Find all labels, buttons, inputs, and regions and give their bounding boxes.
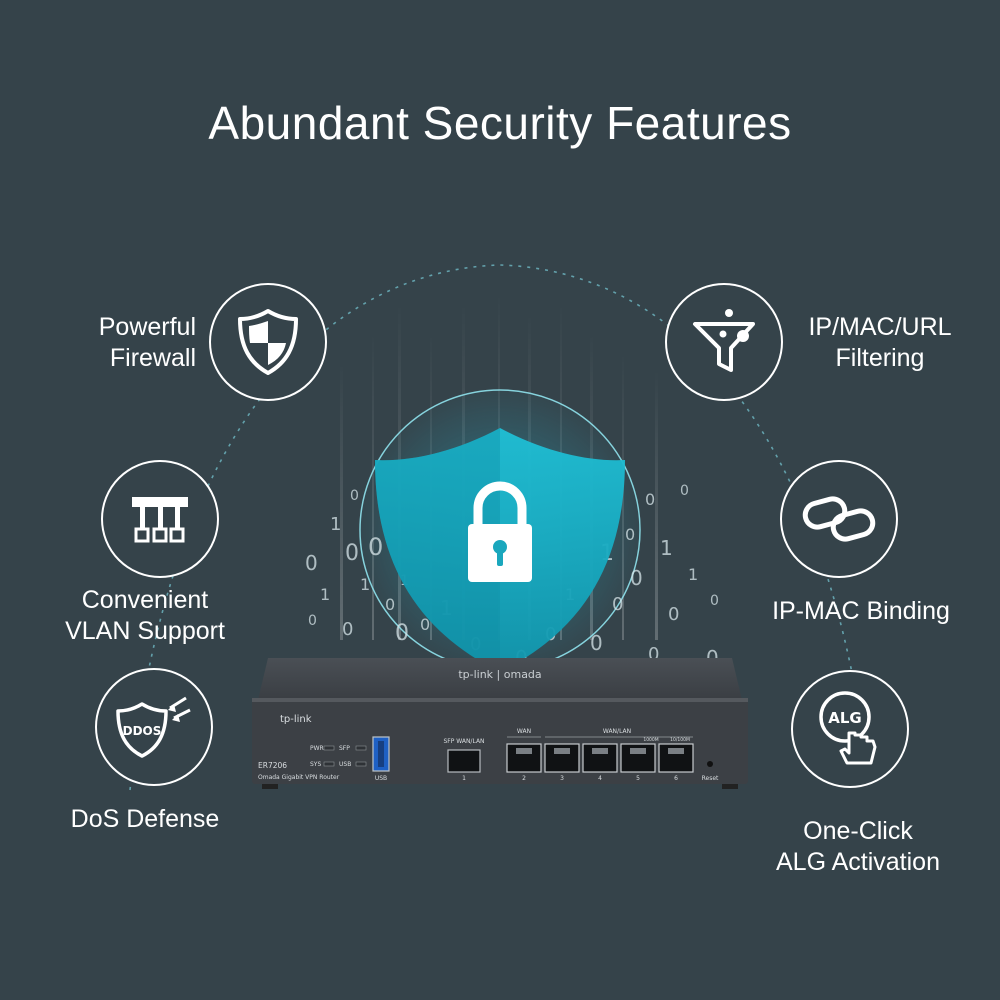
alg-label-line2: ALG Activation (776, 848, 940, 876)
dos-label-line1: DoS Defense (70, 805, 220, 833)
chain-link-icon (802, 496, 876, 542)
shield-icon (238, 309, 298, 375)
ddos-shield-icon: DDOS (116, 696, 191, 758)
filtering-label-line1: IP/MAC/URL (808, 313, 952, 341)
router-device (252, 658, 748, 789)
filtering-label: IP/MAC/URL Filtering (790, 312, 970, 374)
vlan-network-icon (132, 497, 188, 543)
alg-badge-text: ALG (828, 709, 861, 727)
svg-text:0: 0 (625, 525, 635, 544)
svg-text:1: 1 (688, 565, 698, 584)
router-subtitle: Omada Gigabit VPN Router (258, 774, 340, 781)
vlan-label: Convenient VLAN Support (40, 585, 250, 647)
led-sys-label: SYS (310, 761, 321, 768)
svg-text:1: 1 (660, 536, 673, 560)
svg-text:0: 0 (590, 631, 603, 655)
firewall-label-line2: Firewall (109, 344, 196, 372)
svg-text:0: 0 (680, 483, 689, 499)
vlan-label-line1: Convenient (81, 586, 209, 614)
speed-label-1000m: 1000M (643, 737, 658, 743)
svg-text:0: 0 (350, 488, 359, 504)
svg-text:0: 0 (612, 594, 623, 615)
port-number-5: 5 (636, 775, 640, 782)
speed-label-10-100m: 10/100M (670, 737, 690, 743)
svg-text:0: 0 (308, 613, 317, 629)
router-model: ER7206 (258, 761, 287, 770)
firewall-feature-circle (209, 283, 327, 401)
vlan-feature-circle (101, 460, 219, 578)
port-number-4: 4 (598, 775, 602, 782)
firewall-label-line1: Powerful (98, 313, 196, 341)
binding-feature-circle (780, 460, 898, 578)
svg-text:0: 0 (648, 644, 659, 665)
led-pwr-label: PWR (310, 745, 324, 752)
reset-label: Reset (702, 775, 719, 782)
alg-label: One-Click ALG Activation (748, 816, 968, 878)
led-sfp-label: SFP (339, 745, 350, 752)
svg-text:0: 0 (395, 621, 409, 646)
alg-click-icon: ALG (819, 691, 877, 765)
svg-text:1: 1 (360, 575, 370, 594)
sfp-port-number: 1 (462, 775, 466, 782)
port-number-2: 2 (522, 775, 526, 782)
led-usb-label: USB (339, 761, 351, 768)
svg-text:0: 0 (345, 541, 359, 566)
svg-text:0: 0 (385, 595, 395, 614)
alg-label-line1: One-Click (803, 817, 913, 845)
filtering-feature-circle (665, 283, 783, 401)
wan-label: WAN (517, 728, 531, 735)
sfp-port-label: SFP WAN/LAN (443, 738, 484, 745)
binding-label: IP-MAC Binding (752, 596, 970, 627)
svg-text:0: 0 (420, 615, 430, 634)
shield-lock-graphic (375, 428, 625, 672)
port-number-6: 6 (674, 775, 678, 782)
binding-label-line1: IP-MAC Binding (772, 597, 950, 625)
svg-text:0: 0 (368, 533, 383, 561)
ddos-badge-text: DDOS (123, 724, 162, 738)
svg-text:0: 0 (645, 490, 655, 509)
svg-text:0: 0 (668, 604, 679, 625)
svg-text:0: 0 (342, 619, 353, 640)
filtering-label-line2: Filtering (835, 344, 925, 372)
svg-text:0: 0 (630, 566, 643, 590)
svg-text:1: 1 (330, 514, 341, 535)
alg-feature-circle: ALG (791, 670, 909, 788)
dos-label: DoS Defense (40, 804, 250, 835)
port-number-3: 3 (560, 775, 564, 782)
vlan-label-line2: VLAN Support (65, 617, 225, 645)
page-title: Abundant Security Features (208, 97, 792, 149)
svg-text:0: 0 (305, 551, 318, 575)
usb-port-label: USB (375, 775, 387, 782)
dos-feature-circle: DDOS (95, 668, 213, 786)
firewall-label: Powerful Firewall (40, 312, 196, 374)
svg-text:0: 0 (710, 593, 719, 609)
router-top-brand: tp-link | omada (458, 668, 541, 681)
wanlan-label: WAN/LAN (603, 728, 631, 735)
filter-icon (693, 309, 755, 372)
router-front-brand: tp-link (280, 714, 312, 725)
svg-text:1: 1 (320, 585, 330, 604)
